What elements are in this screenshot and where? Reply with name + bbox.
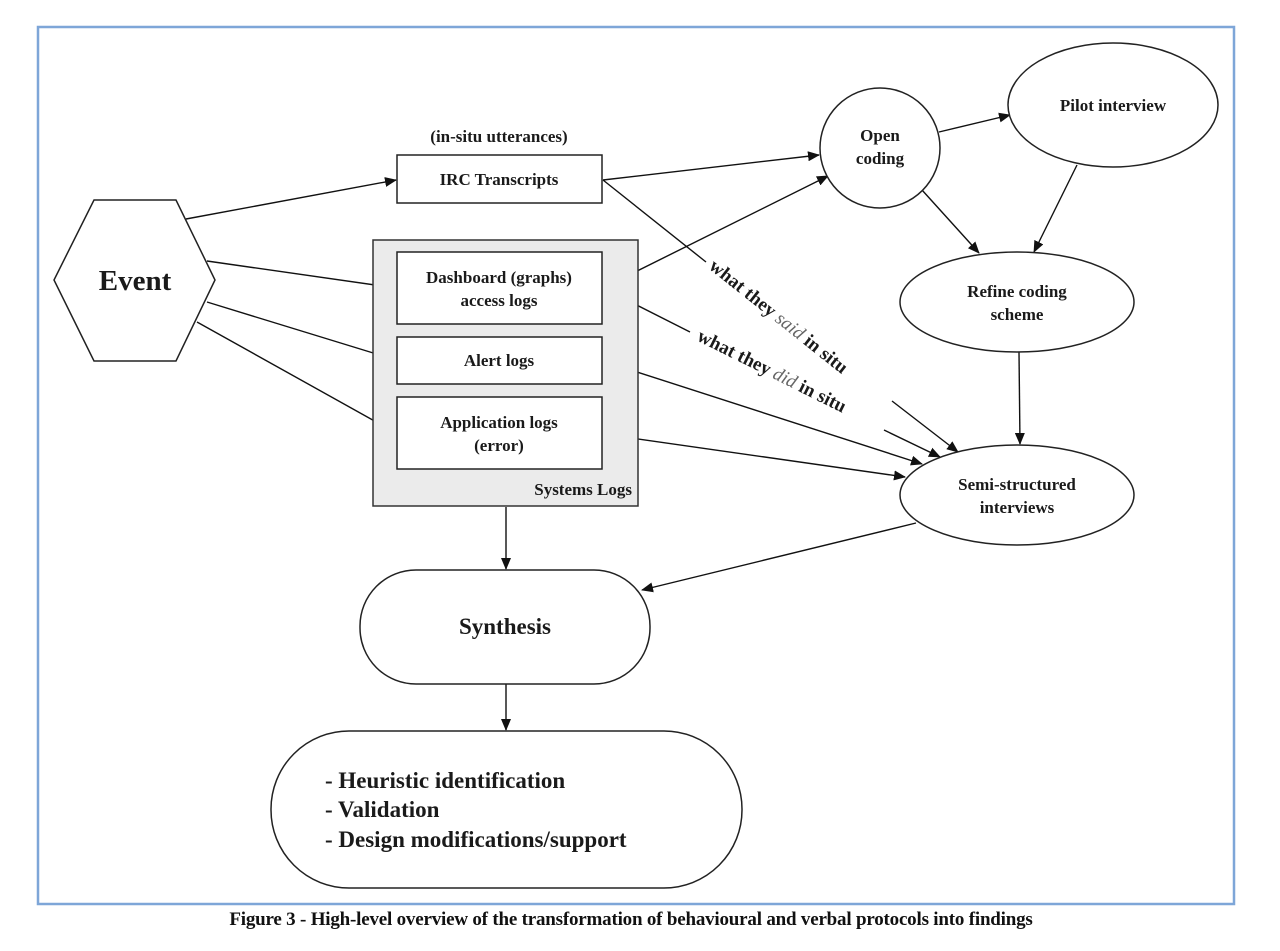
node-application-logs: Application logs (error): [396, 396, 603, 470]
pilot-interview-ellipse: [1007, 42, 1219, 168]
edge-label-did-pre: what they: [694, 326, 779, 382]
edge-open-coding-to-refine-coding: [921, 189, 980, 254]
edge-label-did: what they did in situ: [694, 326, 850, 418]
node-dashboard: Dashboard (graphs) access logs: [396, 251, 603, 325]
pilot-interview-label: Pilot interview: [1060, 96, 1167, 115]
semi-structured-label-line-1: Semi-structured: [958, 475, 1076, 494]
alert-logs-box: [396, 336, 603, 385]
edge-said-to-semi-structured: [891, 400, 959, 453]
edge-pilot-interview-to-refine-coding: [1033, 164, 1078, 253]
edge-event-to-alert-logs: [206, 301, 397, 362]
edge-did-to-semi-structured: [883, 429, 941, 458]
findings-item: - Heuristic identification: [325, 768, 565, 793]
findings-item: - Design modifications/support: [325, 827, 627, 852]
node-findings: - Heuristic identification - Validation …: [270, 730, 743, 889]
edge-label-did-post: in situ: [791, 374, 850, 417]
open-coding-circle: [819, 87, 941, 209]
edges: [185, 112, 1078, 731]
node-semi-structured-interviews: Semi-structured interviews: [899, 444, 1135, 546]
irc-annotation: (in-situ utterances): [430, 127, 567, 146]
figure-caption: Figure 3 - High-level overview of the tr…: [229, 909, 1033, 930]
edge-open-coding-to-pilot-interview: [938, 112, 1011, 133]
edge-application-to-semi-structured: [602, 433, 906, 481]
node-open-coding: Open coding: [819, 87, 941, 209]
edge-label-said-pre: what they: [705, 255, 784, 324]
event-hexagon: [53, 199, 216, 362]
application-logs-label-line-1: Application logs: [440, 413, 558, 432]
irc-transcripts-box: [396, 154, 603, 204]
edge-dashboard-to-open-coding: [602, 175, 829, 289]
alert-logs-label: Alert logs: [464, 351, 535, 370]
edge-alert-to-semi-structured: [602, 360, 923, 466]
synthesis-label: Synthesis: [459, 614, 551, 639]
findings-item: - Validation: [325, 797, 440, 822]
edge-refine-coding-to-semi-structured: [1014, 351, 1025, 445]
open-coding-label-line-1: Open: [860, 126, 900, 145]
refine-coding-ellipse: [899, 251, 1135, 353]
findings-box: [270, 730, 743, 889]
refine-coding-label-line-2: scheme: [991, 305, 1044, 324]
open-coding-label-line-2: coding: [856, 149, 905, 168]
synthesis-box: [359, 569, 651, 685]
node-pilot-interview: Pilot interview: [1007, 42, 1219, 168]
dashboard-label-line-1: Dashboard (graphs): [426, 268, 572, 287]
dashboard-box: [396, 251, 603, 325]
event-label: Event: [99, 265, 172, 297]
edge-irc-to-open-coding: [602, 151, 820, 181]
edge-semi-structured-to-synthesis: [641, 522, 917, 593]
edge-irc-to-semi-structured: [602, 179, 707, 263]
node-irc-transcripts: IRC Transcripts: [396, 154, 603, 204]
irc-transcripts-label: IRC Transcripts: [440, 170, 559, 189]
systems-logs-label: Systems Logs: [534, 480, 632, 499]
refine-coding-label-line-1: Refine coding: [967, 282, 1067, 301]
node-refine-coding-scheme: Refine coding scheme: [899, 251, 1135, 353]
edge-event-to-irc-transcripts: [185, 177, 397, 220]
semi-structured-label-line-2: interviews: [980, 498, 1055, 517]
dashboard-label-line-2: access logs: [461, 291, 538, 310]
node-systems-logs: Systems Logs Dashboard (graphs) access l…: [372, 239, 639, 507]
semi-structured-ellipse: [899, 444, 1135, 546]
node-event: Event: [53, 199, 216, 362]
application-logs-label-line-2: (error): [474, 436, 524, 455]
edge-event-to-dashboard: [206, 260, 397, 292]
figure-frame: [36, 25, 1236, 906]
edge-label-said-post: in situ: [796, 328, 852, 379]
node-alert-logs: Alert logs: [396, 336, 603, 385]
application-logs-box: [396, 396, 603, 470]
svg-text:what they did in situ: what they did in situ: [694, 326, 850, 418]
node-synthesis: Synthesis: [359, 569, 651, 685]
edge-event-to-application-logs: [196, 321, 397, 434]
